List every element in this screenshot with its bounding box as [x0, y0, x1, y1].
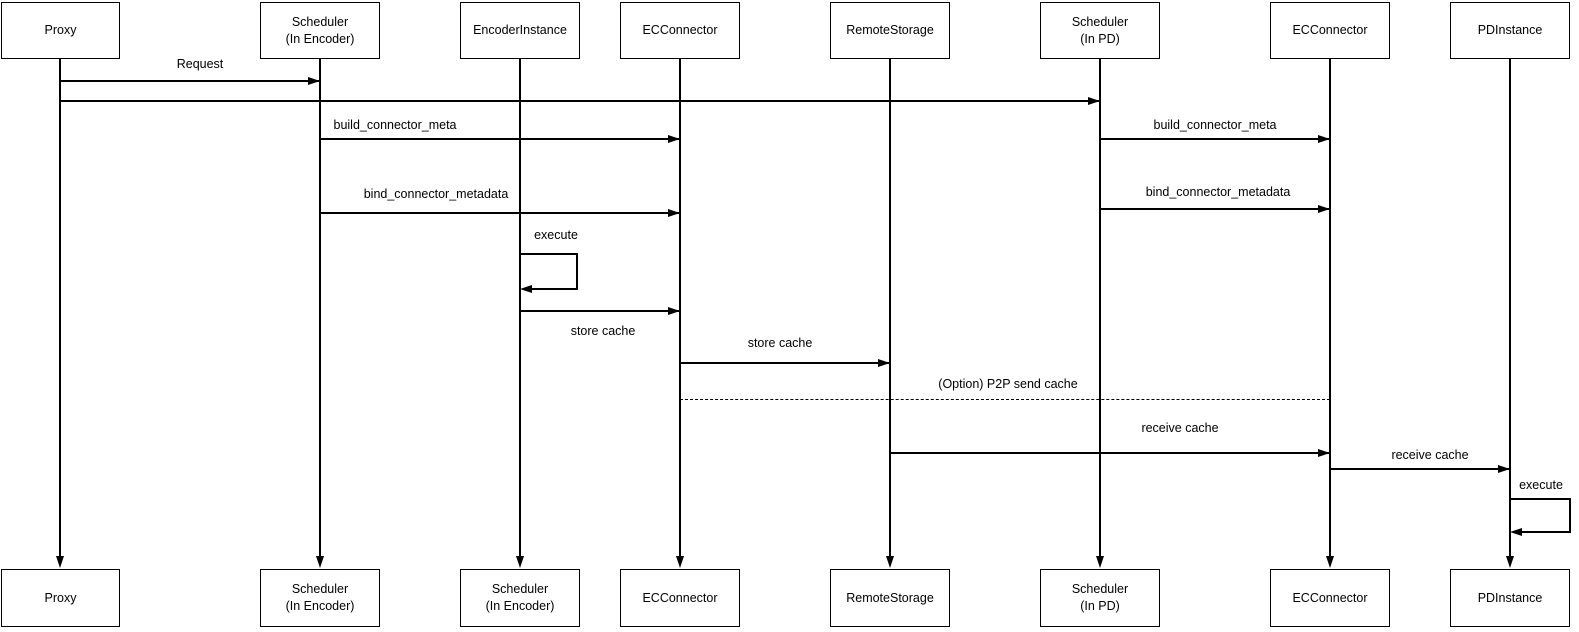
lifeline-arrowhead-scheduler-encoder: [315, 556, 324, 568]
message-label-build-connector-meta-encoder: build_connector_meta: [331, 118, 459, 132]
self-message-arrowhead-execute-pd: [1510, 527, 1522, 536]
message-arrowhead-build-connector-meta-pd: [1318, 134, 1330, 143]
message-line-bind-connector-metadata-encoder: [320, 212, 680, 214]
actor-top-box-pd-instance: PDInstance: [1450, 2, 1570, 59]
self-message-label-execute-pd: execute: [1517, 478, 1565, 492]
lifeline-pd-instance: [1509, 59, 1511, 558]
lifeline-arrowhead-encoder-instance: [515, 556, 524, 568]
self-message-bottom-execute-encoder: [531, 288, 578, 290]
lifeline-proxy: [59, 59, 61, 558]
message-arrowhead-receive-cache-remote: [1318, 448, 1330, 457]
lifeline-arrowhead-ec-connector-2: [1325, 556, 1334, 568]
message-label-p2p-send-cache: (Option) P2P send cache: [936, 377, 1080, 391]
actor-bottom-box-scheduler-encoder: Scheduler (In Encoder): [260, 569, 380, 627]
message-label-bind-connector-metadata-pd: bind_connector_metadata: [1143, 185, 1293, 199]
message-line-receive-cache-pd: [1330, 468, 1510, 470]
lifeline-arrowhead-remote-storage: [885, 556, 894, 568]
lifeline-scheduler-pd: [1099, 59, 1101, 558]
self-message-top-execute-pd: [1510, 498, 1571, 500]
lifeline-arrowhead-pd-instance: [1505, 556, 1514, 568]
actor-bottom-box-pd-instance: PDInstance: [1450, 569, 1570, 627]
message-line-proxy-to-scheduler-pd: [60, 100, 1100, 102]
message-label-request: Request: [174, 57, 226, 71]
actor-top-box-ec-connector-2: ECConnector: [1270, 2, 1390, 59]
message-arrowhead-store-cache-remote: [878, 358, 890, 367]
message-line-request: [60, 80, 320, 82]
message-arrowhead-request: [308, 76, 320, 85]
self-message-label-execute-encoder: execute: [532, 228, 580, 242]
self-message-top-execute-encoder: [520, 253, 578, 255]
actor-bottom-box-remote-storage: RemoteStorage: [830, 569, 950, 627]
actor-bottom-box-scheduler-pd: Scheduler (In PD): [1040, 569, 1160, 627]
message-line-receive-cache-remote: [890, 452, 1330, 454]
message-line-p2p-send-cache: [680, 399, 1330, 401]
message-label-store-cache-remote: store cache: [745, 336, 815, 350]
message-line-build-connector-meta-encoder: [320, 138, 680, 140]
lifeline-remote-storage: [889, 59, 891, 558]
message-line-build-connector-meta-pd: [1100, 138, 1330, 140]
actor-top-box-scheduler-encoder: Scheduler (In Encoder): [260, 2, 380, 59]
message-line-store-cache-encoder-instance: [520, 310, 680, 312]
self-message-bottom-execute-pd: [1521, 531, 1571, 533]
actor-bottom-box-ec-connector-1: ECConnector: [620, 569, 740, 627]
lifeline-ec-connector-2: [1329, 59, 1331, 558]
self-message-arrowhead-execute-encoder: [520, 284, 532, 293]
actor-top-box-ec-connector-1: ECConnector: [620, 2, 740, 59]
message-label-bind-connector-metadata-encoder: bind_connector_metadata: [361, 187, 511, 201]
actor-top-box-proxy: Proxy: [1, 2, 120, 59]
lifeline-arrowhead-ec-connector-1: [675, 556, 684, 568]
message-label-build-connector-meta-pd: build_connector_meta: [1151, 118, 1279, 132]
message-arrowhead-store-cache-encoder-instance: [668, 306, 680, 315]
lifeline-scheduler-encoder: [319, 59, 321, 558]
lifeline-encoder-instance: [519, 59, 521, 558]
lifeline-arrowhead-proxy: [55, 556, 64, 568]
self-message-side-execute-pd: [1569, 498, 1571, 533]
message-arrowhead-bind-connector-metadata-encoder: [668, 208, 680, 217]
lifeline-ec-connector-1: [679, 59, 681, 558]
message-arrowhead-proxy-to-scheduler-pd: [1088, 96, 1100, 105]
message-label-store-cache-encoder-instance: store cache: [568, 324, 638, 338]
message-label-receive-cache-remote: receive cache: [1139, 421, 1221, 435]
message-line-bind-connector-metadata-pd: [1100, 208, 1330, 210]
actor-bottom-box-ec-connector-2: ECConnector: [1270, 569, 1390, 627]
message-label-receive-cache-pd: receive cache: [1389, 448, 1471, 462]
actor-bottom-box-proxy: Proxy: [1, 569, 120, 627]
actor-top-box-scheduler-pd: Scheduler (In PD): [1040, 2, 1160, 59]
lifeline-arrowhead-scheduler-pd: [1095, 556, 1104, 568]
message-arrowhead-bind-connector-metadata-pd: [1318, 204, 1330, 213]
self-message-side-execute-encoder: [576, 253, 578, 290]
message-line-store-cache-remote: [680, 362, 890, 364]
actor-top-box-encoder-instance: EncoderInstance: [460, 2, 580, 59]
message-arrowhead-receive-cache-pd: [1498, 464, 1510, 473]
actor-top-box-remote-storage: RemoteStorage: [830, 2, 950, 59]
message-arrowhead-build-connector-meta-encoder: [668, 134, 680, 143]
actor-bottom-box-encoder-instance: Scheduler (In Encoder): [460, 569, 580, 627]
